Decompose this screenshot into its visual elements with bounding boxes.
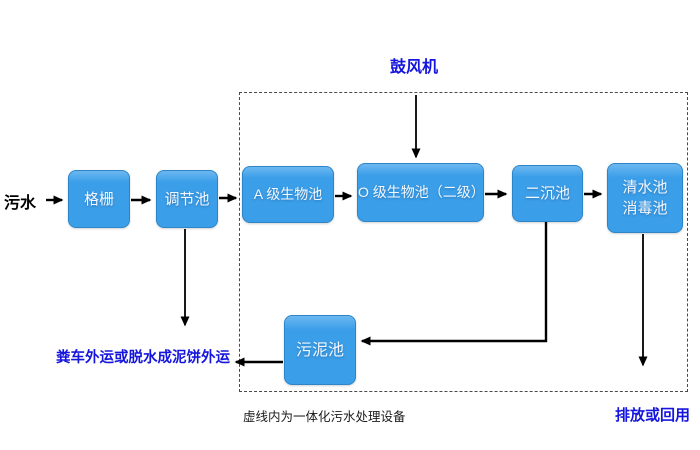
integrated-equipment-boundary <box>239 92 688 392</box>
node-o-level-bio-tank: O 级生物池（二级） <box>357 163 485 222</box>
node-secondary-sedimentation-tank: 二沉池 <box>512 165 583 222</box>
sludge-outhaul-label: 粪车外运或脱水成泥饼外运 <box>56 350 230 366</box>
node-clear-water-disinfection-tank: 清水池 消毒池 <box>607 163 683 233</box>
node-sludge-tank: 污泥池 <box>284 315 356 385</box>
blower-label: 鼓风机 <box>390 59 439 76</box>
boundary-caption: 虚线内为一体化污水处理设备 <box>243 410 406 424</box>
node-regulating-tank: 调节池 <box>156 170 218 228</box>
source-label: 污水 <box>4 195 37 212</box>
node-grid: 格栅 <box>68 170 130 228</box>
node-a-level-bio-tank: A 级生物池 <box>242 166 334 223</box>
discharge-reuse-label: 排放或回用 <box>615 407 691 424</box>
